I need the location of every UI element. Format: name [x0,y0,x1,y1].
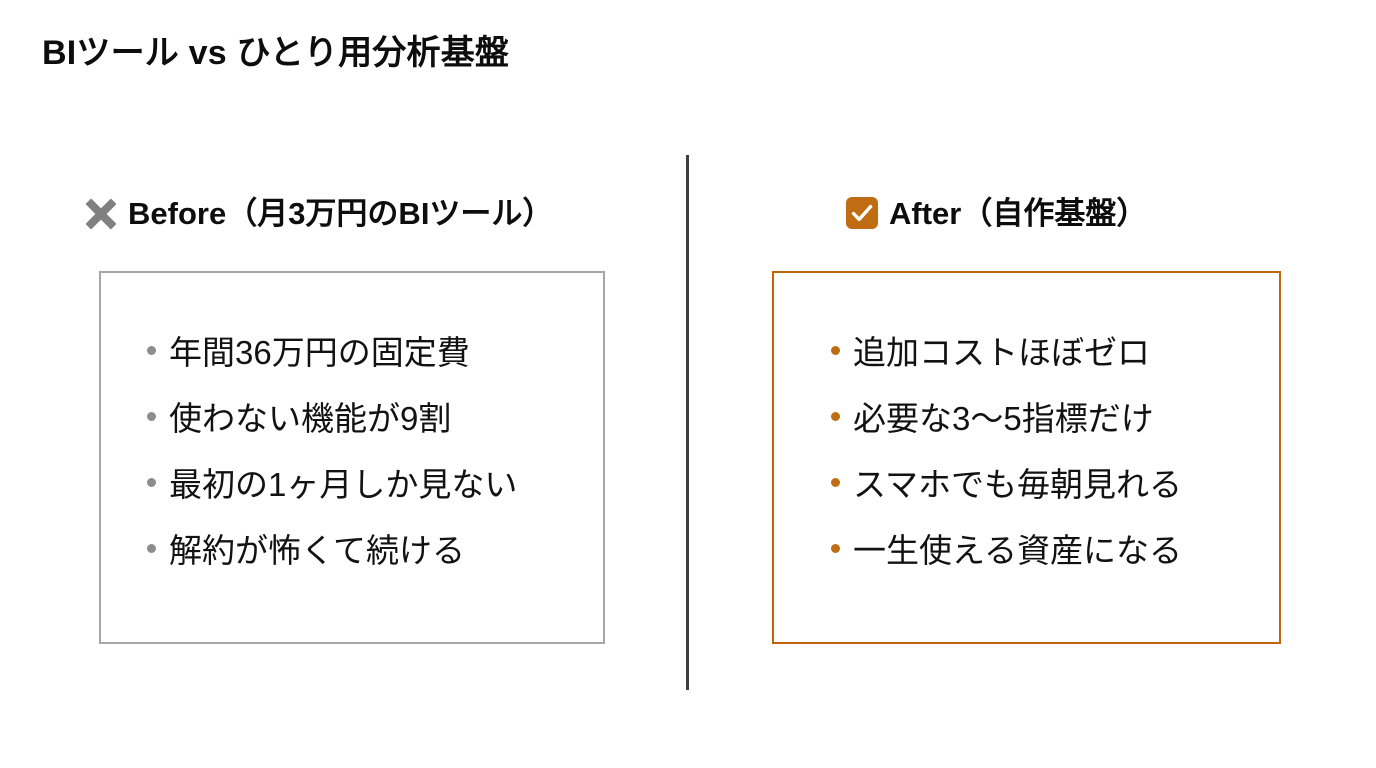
before-column: Before（月3万円のBIツール） 年間36万円の固定費 使わない機能が9割 … [0,0,686,768]
list-item-label: 最初の1ヶ月しか見ない [169,466,518,503]
list-item: 使わない機能が9割 [147,402,603,468]
list-item-label: 使わない機能が9割 [169,400,452,437]
before-heading-label: Before（月3万円のBIツール） [128,196,554,231]
list-item: 年間36万円の固定費 [147,336,603,402]
list-item: 追加コストほぼゼロ [831,336,1279,402]
list-item-label: 必要な3〜5指標だけ [853,400,1154,437]
list-item: 最初の1ヶ月しか見ない [147,468,603,534]
list-item-label: 解約が怖くて続ける [169,532,466,569]
bullet-dot-icon [147,346,156,355]
list-item-label: 追加コストほぼゼロ [853,334,1150,371]
list-item-label: 年間36万円の固定費 [169,334,470,371]
list-item: スマホでも毎朝見れる [831,468,1279,534]
x-mark-icon [84,197,117,230]
bullet-dot-icon [831,478,840,487]
bullet-dot-icon [831,346,840,355]
checkbox-checked-icon [846,197,878,229]
column-divider [686,155,689,690]
page-title: BIツール vs ひとり用分析基盤 [42,34,510,72]
list-item: 解約が怖くて続ける [147,534,603,600]
before-bullet-list: 年間36万円の固定費 使わない機能が9割 最初の1ヶ月しか見ない 解約が怖くて続… [101,336,603,600]
before-box: 年間36万円の固定費 使わない機能が9割 最初の1ヶ月しか見ない 解約が怖くて続… [99,271,605,644]
bullet-dot-icon [147,412,156,421]
bullet-dot-icon [147,478,156,487]
list-item: 一生使える資産になる [831,534,1279,600]
bullet-dot-icon [147,544,156,553]
after-column: After（自作基盤） 追加コストほぼゼロ 必要な3〜5指標だけ スマホでも毎朝… [689,0,1376,768]
list-item-label: スマホでも毎朝見れる [853,466,1183,503]
before-heading: Before（月3万円のBIツール） [84,197,553,230]
after-heading: After（自作基盤） [846,197,1147,229]
bullet-dot-icon [831,544,840,553]
list-item-label: 一生使える資産になる [853,532,1183,569]
after-heading-label: After（自作基盤） [889,195,1148,231]
bullet-dot-icon [831,412,840,421]
after-bullet-list: 追加コストほぼゼロ 必要な3〜5指標だけ スマホでも毎朝見れる 一生使える資産に… [774,336,1279,600]
after-box: 追加コストほぼゼロ 必要な3〜5指標だけ スマホでも毎朝見れる 一生使える資産に… [772,271,1281,644]
list-item: 必要な3〜5指標だけ [831,402,1279,468]
